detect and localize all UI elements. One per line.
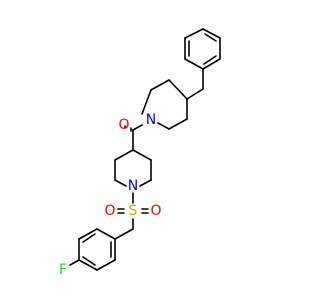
amide-n-c-bond [132,124,143,131]
molecule-canvas: O N N S O O F [58,28,221,278]
fluorophenyl-ring [78,228,116,271]
sulfonyl-oxygen-right-label: O [150,203,161,219]
upper-piperidine-nitrogen-label: N [146,112,156,128]
benzyl-phenyl-ring [184,28,221,70]
sulfonyl-oxygen-left-label: O [104,203,115,219]
sulfur-label: S [129,203,138,219]
lower-piperidine-ring [114,149,152,187]
fluorine-label: F [59,262,67,278]
c-f-bond [69,259,80,266]
benzyl-ch2-bond-2 [186,88,204,100]
sulfonyl-double-bonds [117,208,149,214]
carbonyl-double-bond [124,125,132,132]
ch2-aryl-bond [114,228,134,240]
upper-piperidine-ring [141,79,188,130]
molecule-structure: O N N S O O F [59,28,221,278]
lower-piperidine-nitrogen-label: N [128,178,138,194]
carbonyl-oxygen-label: O [118,117,129,133]
